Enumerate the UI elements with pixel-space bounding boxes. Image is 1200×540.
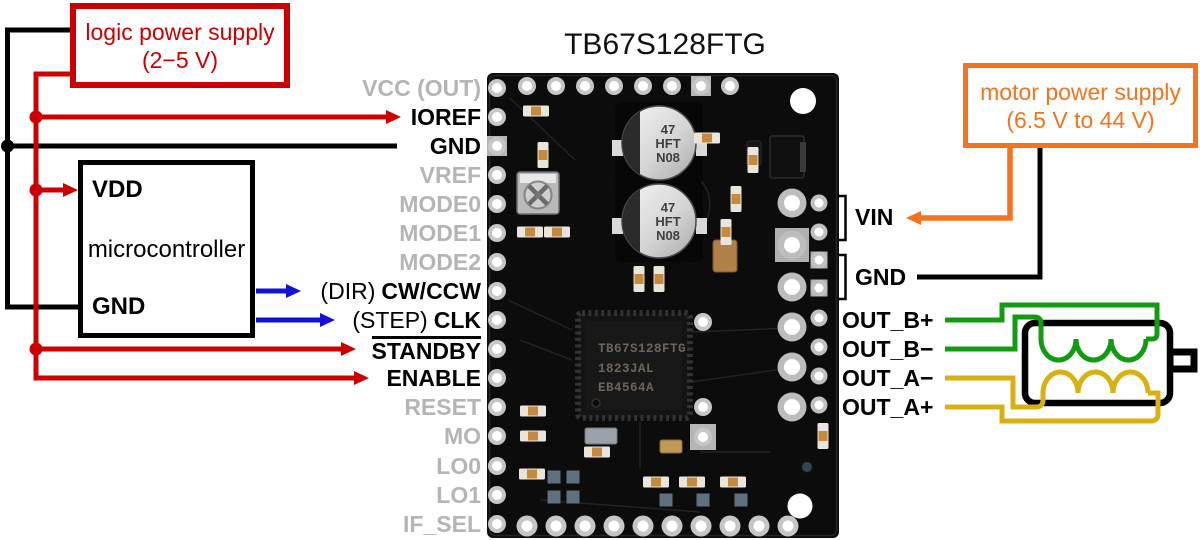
pin-label-lo0: LO0 [436,453,481,479]
logic-supply-line2: (2−5 V) [141,46,219,73]
cap1-line1: 47 [661,122,675,137]
vin-bracket [838,194,847,242]
cap1-line3: N08 [656,150,680,165]
pin-label-mode1: MODE1 [399,220,481,246]
ground-wires [5,27,1043,310]
pin-label-ioref: IOREF [410,104,481,130]
pin-label-clk-text: CLK [433,307,481,333]
pin-label-vref: VREF [419,162,481,188]
pin-label-mode0: MODE0 [399,191,481,217]
cap2-line2: HFT [655,214,680,229]
gnd-bracket [838,253,847,301]
pin-label-gnd-right: GND [855,264,907,290]
coil-b-wires [945,302,1160,363]
pin-label-out-b-plus: OUT_B+ [842,307,934,333]
pin-label-mode2: MODE2 [399,249,481,275]
small-ic [769,135,805,179]
pin-label-out-a-minus: OUT_A− [842,365,934,391]
pin-label-vin: VIN [855,204,894,230]
cap1-line2: HFT [655,136,680,151]
electrolytic-capacitor: 47 HFT N08 [612,182,707,262]
motor-supply-line2: (6.5 V to 44 V) [1006,106,1155,133]
red-arrowheads [63,110,401,385]
chip-line1: TB67S128FTG [598,342,686,356]
motor-body [1021,319,1174,407]
pin-label-cwccw: (DIR)CW/CCW [180,278,481,304]
board-title: TB67S128FTG [564,28,766,61]
coil-b-winding [1038,338,1149,363]
wire-junction-dot [1,139,14,153]
motor-shaft [1166,348,1198,373]
blue-arrowheads [286,284,335,327]
red-wire-junctions [29,110,43,356]
coil-a-wires [945,369,1161,424]
motor-power-supply-box: motor power supply (6.5 V to 44 V) [963,63,1198,148]
logic-power-wires [33,71,388,381]
motor-supply-line1: motor power supply [980,78,1181,105]
mcu-vdd-pin: VDD [92,176,143,203]
cap2-line3: N08 [656,228,680,243]
pin-prefix-step: (STEP) [352,307,428,333]
mounting-hole [787,493,813,519]
mounting-hole [790,88,816,114]
pin-label-clk: (STEP)CLK [180,307,481,333]
stepper-motor-icon [1021,319,1198,407]
pin-label-cwccw-text: CW/CCW [381,278,481,304]
cap2-line1: 47 [661,200,675,215]
electrolytic-capacitor: 47 HFT N08 [612,102,707,184]
pin-label-standby-text: STANDBY [371,336,481,364]
chip-line2: 1823JAL [598,362,654,376]
current-limit-potentiometer [516,171,560,215]
motor-power-wire [921,146,1013,221]
pin-label-out-a-plus: OUT_A+ [842,394,934,420]
logic-supply-line1: logic power supply [85,18,275,45]
pin-label-mo: MO [443,423,481,449]
pin-label-reset: RESET [404,394,481,420]
driver-board-graphic: 47 HFT N08 47 HFT N08 TB67S128FTG [487,73,839,538]
pin-label-gnd: GND [429,133,481,159]
pin-label-standby: STANDBY [180,336,481,364]
pin-label-if-sel: IF_SEL [403,511,481,537]
driver-ic: TB67S128FTG 1823JAL EB4564A [575,310,693,421]
mcu-name: microcontroller [87,236,246,263]
coil-a-winding [1040,369,1151,394]
smd-capacitor [584,427,618,445]
pin-label-lo1: LO1 [436,482,481,508]
orange-arrowhead [906,211,921,225]
microcontroller-box [78,160,255,338]
pin-label-out-b-minus: OUT_B− [842,336,934,362]
mcu-gnd-pin: GND [92,293,146,320]
smd-capacitor [659,439,683,454]
logic-power-supply-box: logic power supply (2−5 V) [70,3,290,88]
signal-wires [256,288,321,323]
pin-label-vcc-out: VCC (OUT) [362,75,481,101]
pin-label-enable: ENABLE [386,365,481,391]
pin-prefix-dir: (DIR) [320,278,376,304]
chip-line3: EB4564A [598,381,654,395]
